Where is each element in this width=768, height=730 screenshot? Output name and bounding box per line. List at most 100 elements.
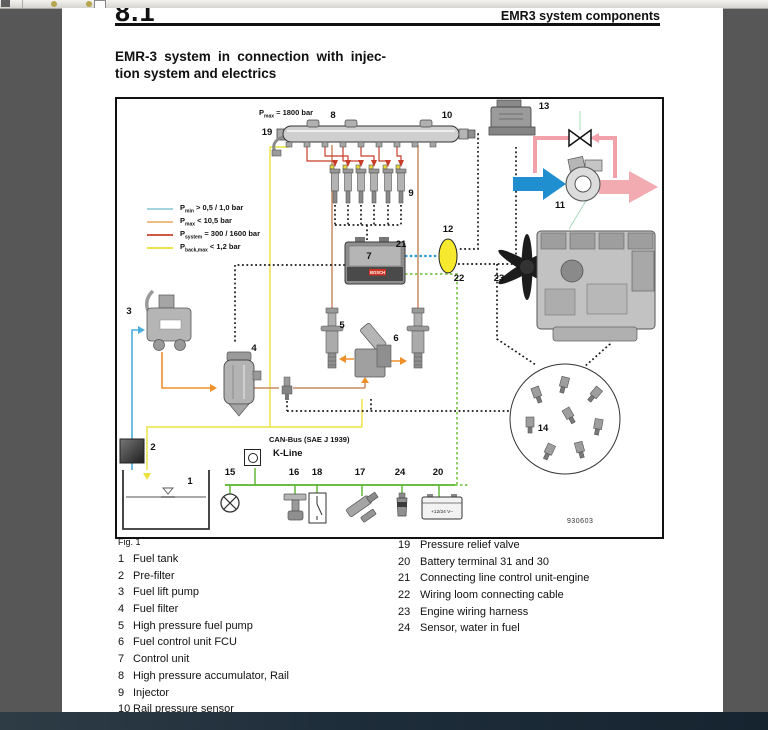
suction-arrow bbox=[138, 326, 145, 334]
pressure-legend-row: Pback,max < 1,2 bar bbox=[147, 241, 260, 254]
fuel-tank bbox=[122, 470, 210, 530]
fcu-arrow-right bbox=[400, 357, 407, 365]
can-bus-lines bbox=[225, 273, 469, 497]
diagnostic-connector-17 bbox=[346, 491, 379, 523]
header-chapter-title: EMR3 system components bbox=[500, 9, 660, 23]
diagram-callout-14: 14 bbox=[537, 423, 549, 434]
diagram-callout-3: 3 bbox=[126, 306, 132, 317]
pressure-legend-swatch bbox=[147, 220, 173, 223]
diagram-callout-18: 18 bbox=[311, 467, 323, 478]
fcu-arrow-left bbox=[339, 355, 346, 363]
turbocharger bbox=[565, 156, 603, 202]
hp-pump-2 bbox=[406, 307, 430, 369]
lamp-15 bbox=[220, 493, 240, 513]
fuel-filter bbox=[223, 351, 262, 417]
diagram-callout-7: 7 bbox=[366, 251, 372, 262]
page-title-line1: EMR-3 system in connection with injec- bbox=[115, 49, 387, 64]
diagram-callout-16: 16 bbox=[288, 467, 300, 478]
battery-20: +12/24 V– bbox=[421, 494, 463, 520]
return-into-tank-arrow bbox=[143, 473, 151, 480]
injectors bbox=[329, 164, 407, 204]
diagram-callout-6: 6 bbox=[393, 333, 399, 344]
diagram-callout-9: 9 bbox=[408, 188, 414, 199]
diagram-callout-11: 11 bbox=[554, 200, 566, 211]
pressure-legend-row: Psystem = 300 / 1600 bar bbox=[147, 228, 260, 241]
exhaust-arrow-into-valve bbox=[590, 133, 599, 143]
pressure-legend-row: Pmax < 10,5 bar bbox=[147, 215, 260, 228]
pressure-legend-row: Pmin > 0,5 / 1,0 bar bbox=[147, 202, 260, 215]
diagram-callout-15: 15 bbox=[224, 467, 236, 478]
status-bar bbox=[0, 712, 768, 730]
exhaust-out-arrow bbox=[599, 171, 658, 203]
bookmark-dot-icon[interactable] bbox=[86, 1, 92, 7]
sensor-kit-circle bbox=[509, 363, 621, 475]
supply-fitting bbox=[281, 376, 293, 400]
toolbar-divider bbox=[22, 0, 23, 8]
harness-dotted-lines bbox=[234, 133, 611, 412]
pedal-16 bbox=[283, 493, 307, 521]
diagram-callout-20: 20 bbox=[432, 467, 444, 478]
app-icon[interactable] bbox=[1, 0, 10, 7]
wastegate-valve bbox=[568, 128, 592, 148]
pressure-legend-text: Pmax < 10,5 bar bbox=[180, 215, 232, 228]
hp-pump bbox=[320, 307, 344, 369]
valve-leader-line bbox=[568, 111, 588, 230]
header-rule bbox=[115, 23, 660, 26]
k-line-icon bbox=[244, 449, 261, 466]
fuel-control-unit bbox=[354, 322, 392, 378]
document-page: 8.1 EMR3 system components EMR-3 system … bbox=[62, 8, 723, 712]
diagram-callout-17: 17 bbox=[354, 467, 366, 478]
switch-18 bbox=[308, 492, 327, 524]
page-title-line2: tion system and electrics bbox=[115, 66, 277, 81]
diagram-callout-19: 19 bbox=[261, 127, 273, 138]
pressure-legend-swatch bbox=[147, 246, 173, 249]
diagram-callout-2: 2 bbox=[150, 442, 156, 453]
section-number: 8.1 bbox=[115, 8, 156, 27]
fuel-lift-pump bbox=[145, 289, 192, 351]
rail-accumulator bbox=[271, 119, 476, 157]
water-sensor-24 bbox=[396, 492, 408, 517]
connector-oval-12 bbox=[438, 238, 458, 274]
system-diagram: BOSCH bbox=[115, 97, 664, 539]
control-unit-ecu: BOSCH bbox=[344, 237, 406, 285]
pressure-legend-text: Psystem = 300 / 1600 bar bbox=[180, 228, 261, 241]
figure-label: Fig. 1 bbox=[118, 537, 141, 547]
pre-filter-box bbox=[119, 438, 145, 464]
highpressure-lines bbox=[306, 145, 404, 167]
feed-arrow-fcu bbox=[361, 377, 369, 383]
diagram-callout-10: 10 bbox=[441, 110, 453, 121]
diagram-callout-13: 13 bbox=[538, 101, 550, 112]
backleak-lines bbox=[146, 146, 363, 475]
diagram-callout-8: 8 bbox=[330, 110, 336, 121]
pressure-legend-swatch bbox=[147, 207, 173, 210]
diagram-callout-21: 21 bbox=[395, 239, 407, 250]
diagram-callout-24: 24 bbox=[394, 467, 406, 478]
diagram-graphics: BOSCH bbox=[119, 99, 658, 530]
charge-air-arrow bbox=[513, 168, 566, 200]
pressure-legend-swatch bbox=[147, 233, 173, 236]
pressure-legend-text: Pback,max < 1,2 bar bbox=[180, 241, 241, 254]
bookmark-dot-icon[interactable] bbox=[51, 1, 57, 7]
diagram-callout-1: 1 bbox=[187, 476, 193, 487]
can-bus-label: CAN-Bus (SAE J 1939) bbox=[269, 435, 350, 444]
k-line-label: K-Line bbox=[273, 448, 303, 459]
